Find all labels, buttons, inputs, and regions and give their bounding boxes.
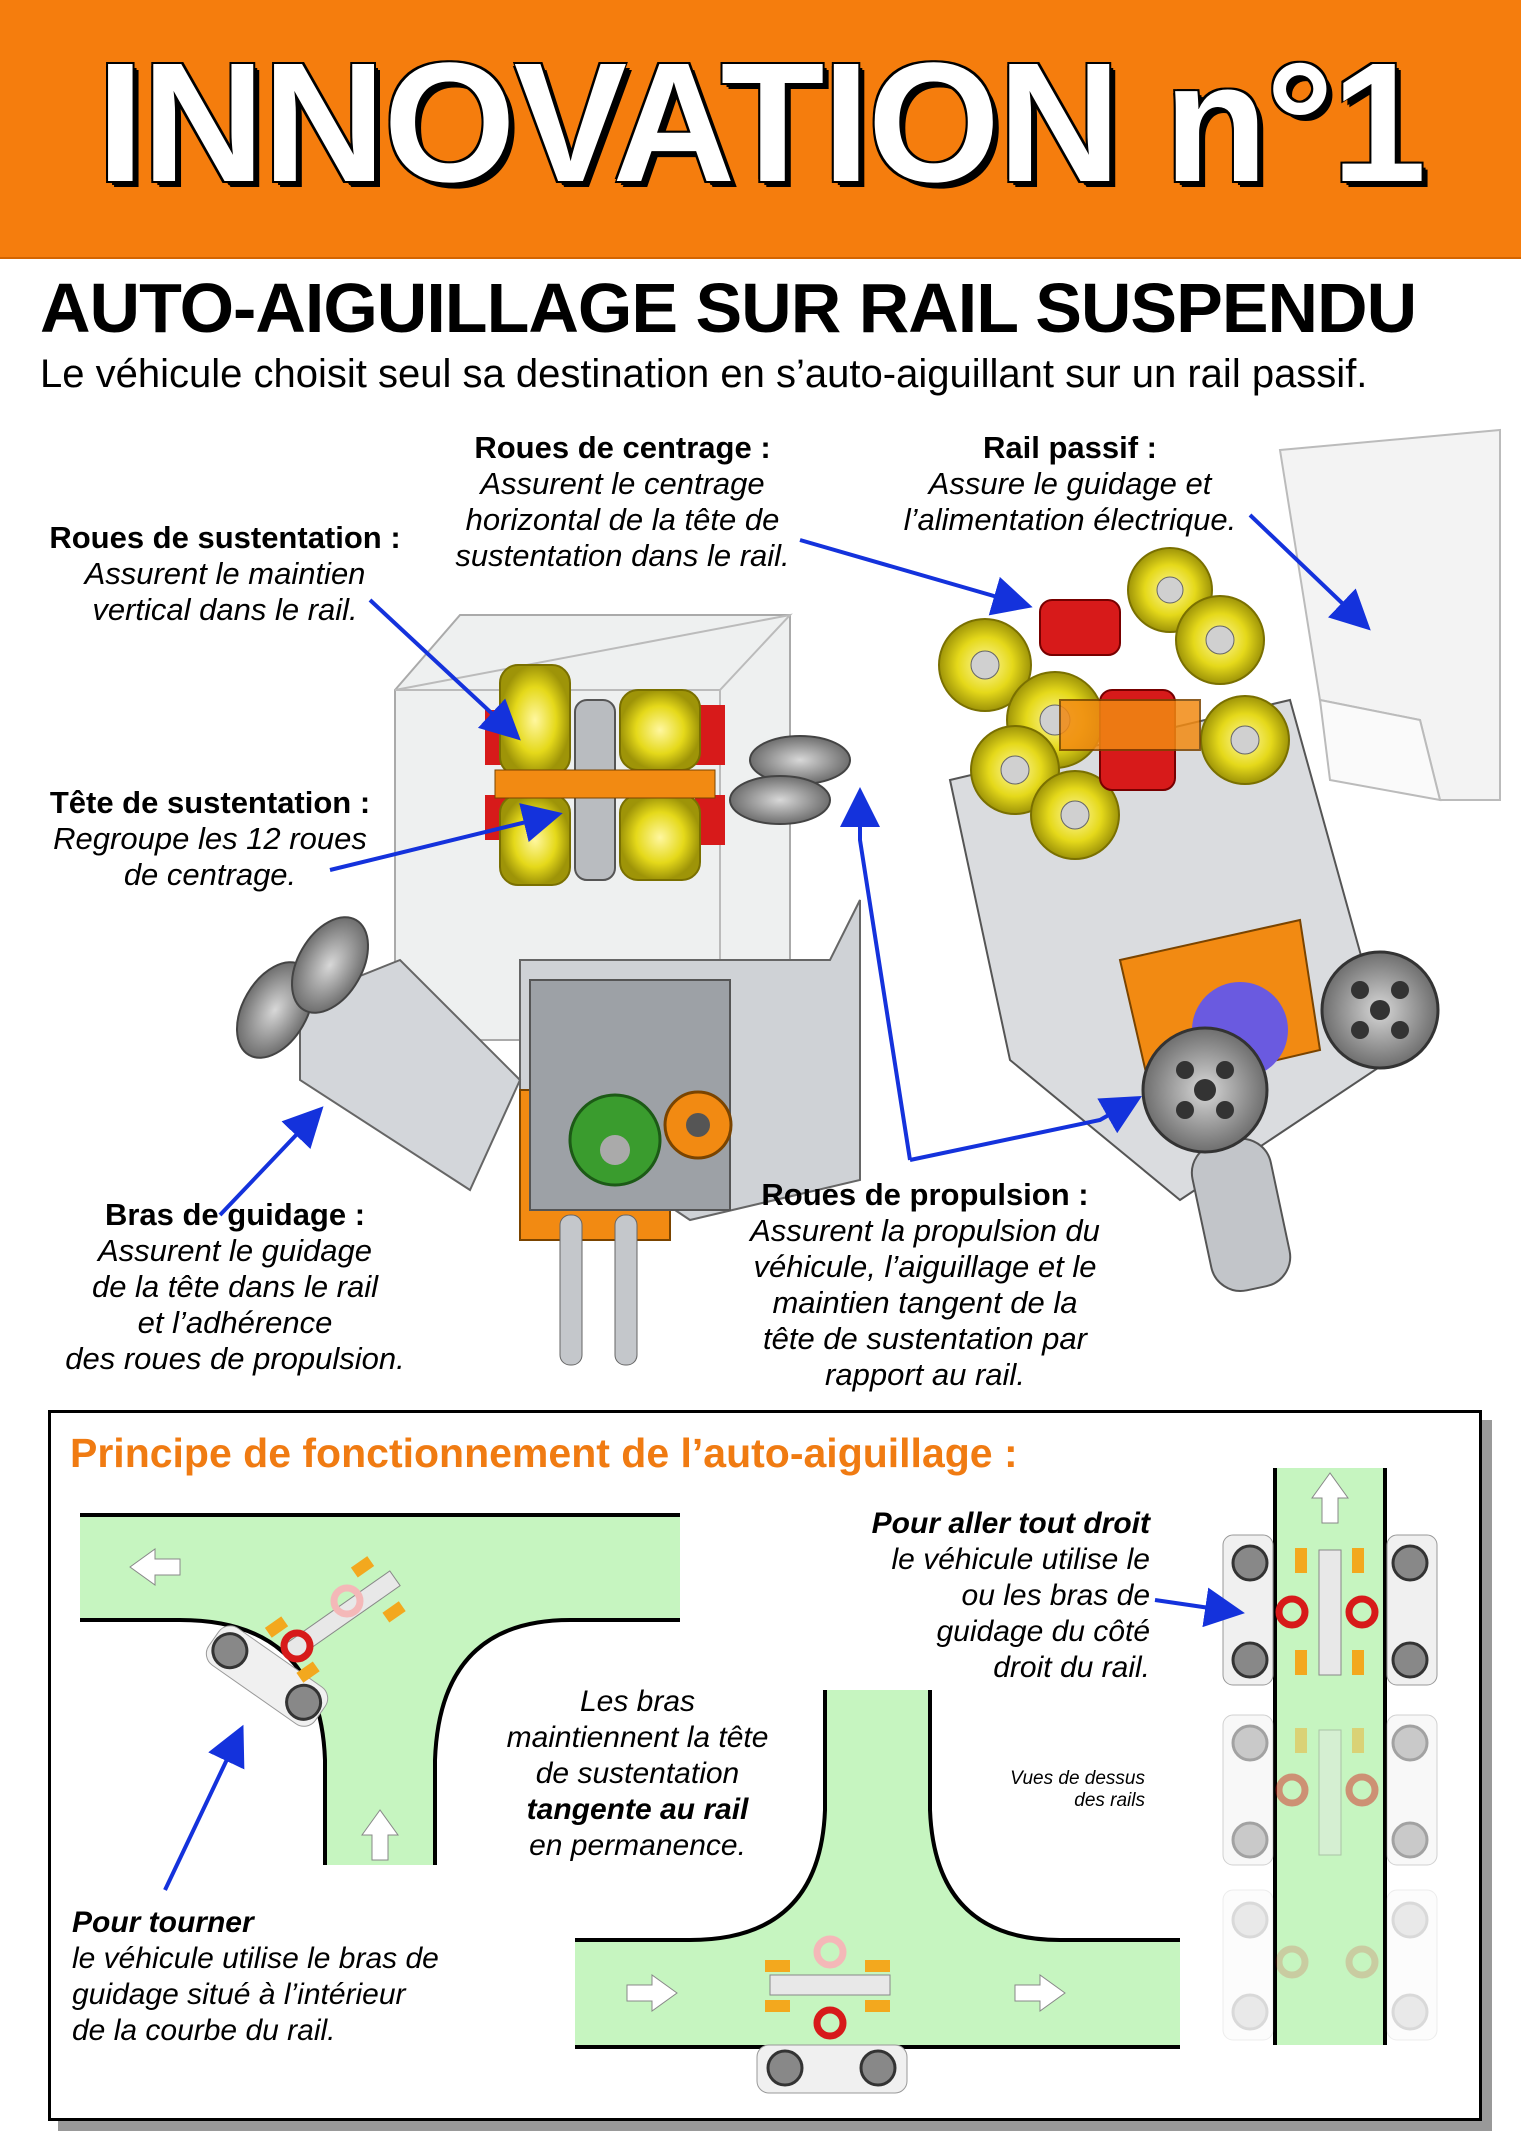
callout-tete: Tête de sustentation : Regroupe les 12 r… bbox=[40, 785, 380, 893]
callout-bras-line: des roues de propulsion. bbox=[65, 1341, 405, 1376]
note-turn-bold: Pour tourner bbox=[72, 1906, 254, 1939]
note-turn-line: guidage situé à l’intérieur bbox=[72, 1978, 406, 2011]
callout-centrage-line: sustentation dans le rail. bbox=[455, 538, 790, 573]
callout-centrage-title: Roues de centrage : bbox=[474, 430, 771, 465]
note-middle-line: en permanence. bbox=[529, 1829, 746, 1862]
callout-propulsion-line: rapport au rail. bbox=[825, 1357, 1025, 1392]
lead-text: Le véhicule choisit seul sa destination … bbox=[40, 352, 1368, 396]
callout-rail: Rail passif : Assure le guidage et l’ali… bbox=[880, 430, 1260, 538]
note-straight-line: droit du rail. bbox=[993, 1651, 1150, 1684]
note-straight-line: guidage du côté bbox=[936, 1615, 1150, 1648]
callout-bras-line: Assurent le guidage bbox=[97, 1233, 373, 1268]
note-straight-line: ou les bras de bbox=[961, 1579, 1150, 1612]
callout-sustentation-line: Assurent le maintien bbox=[84, 556, 366, 591]
callout-arrows bbox=[218, 513, 1371, 1217]
note-straight-bold: Pour aller tout droit bbox=[871, 1507, 1150, 1540]
callout-centrage: Roues de centrage : Assurent le centrage… bbox=[430, 430, 815, 574]
note-middle-line: de sustentation bbox=[535, 1757, 740, 1790]
note-straight: Pour aller tout droit le véhicule utilis… bbox=[770, 1506, 1150, 1686]
callout-sustentation-line: vertical dans le rail. bbox=[92, 592, 358, 627]
vehicle-top bbox=[1222, 1534, 1438, 1686]
note-middle-bold: tangente au rail bbox=[526, 1793, 749, 1826]
title-banner bbox=[0, 0, 1521, 259]
views-caption: Vues de dessus des rails bbox=[940, 1768, 1145, 1812]
callout-bras-line: de la tête dans le rail bbox=[91, 1269, 379, 1304]
page-title: INNOVATION n°1 bbox=[96, 28, 1427, 218]
callout-bras: Bras de guidage : Assurent le guidage de… bbox=[40, 1197, 430, 1377]
views-caption-line: des rails bbox=[1074, 1790, 1145, 1811]
vertical-rail-diagram bbox=[1154, 1468, 1438, 2045]
callout-sustentation-title: Roues de sustentation : bbox=[49, 520, 401, 555]
callout-tete-line: Regroupe les 12 roues bbox=[53, 821, 367, 856]
note-middle: Les bras maintiennent la tête de sustent… bbox=[480, 1684, 795, 1864]
callout-propulsion-line: véhicule, l’aiguillage et le bbox=[753, 1249, 1097, 1284]
callout-centrage-line: Assurent le centrage bbox=[480, 466, 765, 501]
callout-tete-line: de centrage. bbox=[123, 857, 297, 892]
note-middle-line: maintiennent la tête bbox=[506, 1721, 769, 1754]
callout-bras-line: et l’adhérence bbox=[137, 1305, 333, 1340]
callout-propulsion-line: tête de sustentation par bbox=[762, 1321, 1087, 1356]
callout-rail-line: l’alimentation électrique. bbox=[903, 502, 1237, 537]
principle-title: Principe de fonctionnement de l’auto-aig… bbox=[70, 1430, 1018, 1476]
callout-propulsion-title: Roues de propulsion : bbox=[761, 1177, 1089, 1212]
callout-propulsion: Roues de propulsion : Assurent la propul… bbox=[730, 1177, 1120, 1393]
views-caption-line: Vues de dessus bbox=[1010, 1768, 1145, 1789]
turn-diagram bbox=[80, 1513, 680, 1891]
callout-tete-title: Tête de sustentation : bbox=[49, 785, 371, 820]
callout-bras-title: Bras de guidage : bbox=[104, 1197, 366, 1232]
callout-rail-title: Rail passif : bbox=[983, 430, 1157, 465]
subtitle: AUTO-AIGUILLAGE SUR RAIL SUSPENDU bbox=[40, 269, 1417, 347]
note-turn-line: le véhicule utilise le bras de bbox=[72, 1942, 439, 1975]
right-assembly bbox=[938, 428, 1501, 1292]
note-straight-line: le véhicule utilise le bbox=[891, 1543, 1150, 1576]
callout-propulsion-line: maintien tangent de la bbox=[772, 1285, 1078, 1320]
note-turn: Pour tourner le véhicule utilise le bras… bbox=[72, 1905, 572, 2049]
note-turn-line: de la courbe du rail. bbox=[72, 2014, 336, 2047]
callout-centrage-line: horizontal de la tête de bbox=[465, 502, 780, 537]
straight-t-diagram bbox=[575, 1690, 1180, 2094]
callout-sustentation: Roues de sustentation : Assurent le main… bbox=[30, 520, 420, 628]
note-middle-line: Les bras bbox=[579, 1685, 696, 1718]
callout-propulsion-line: Assurent la propulsion du bbox=[750, 1213, 1100, 1248]
callout-rail-line: Assure le guidage et bbox=[928, 466, 1212, 501]
